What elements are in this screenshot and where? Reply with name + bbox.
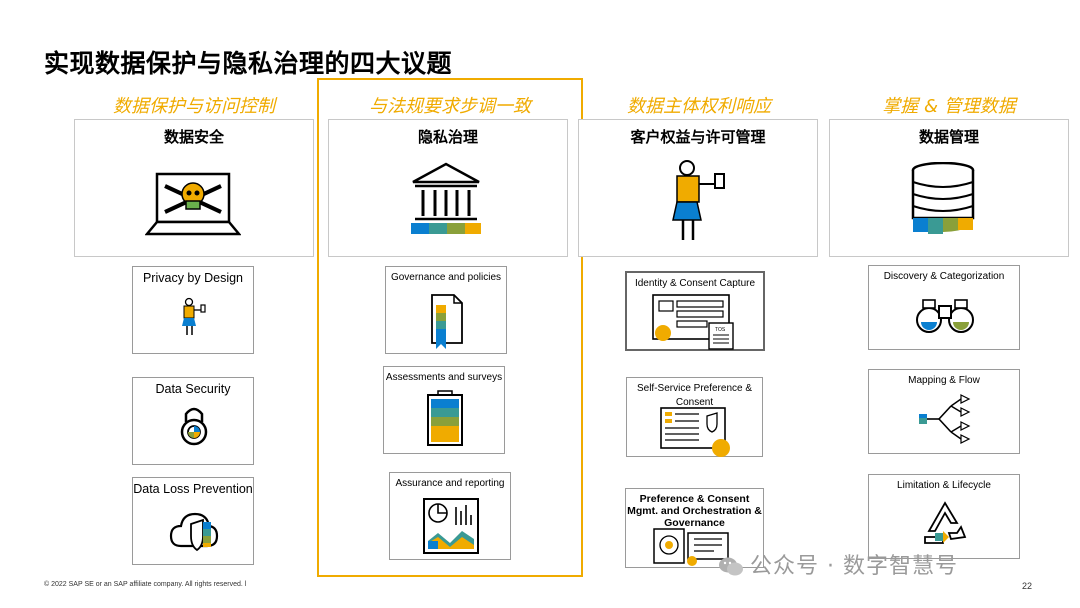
card-data-loss-prevention: Data Loss Prevention [132, 477, 254, 565]
column-subtitle-4: 掌握 & 管理数据 [882, 96, 1016, 117]
wechat-icon [718, 555, 744, 577]
column-subtitle-3: 数据主体权利响应 [627, 96, 771, 117]
card-assessments-surveys: Assessments and surveys [383, 366, 505, 454]
laptop-skull-icon [145, 172, 241, 236]
page-title: 实现数据保护与隐私治理的四大议题 [44, 49, 453, 78]
header-box-data-security: 数据安全 [74, 119, 314, 257]
person-with-phone-icon [672, 160, 725, 240]
copyright-footer: © 2022 SAP SE or an SAP affiliate compan… [44, 581, 247, 588]
card-preference-consent-mgmt: Preference & Consent Mgmt. and Orchestra… [625, 488, 764, 568]
card-limitation-lifecycle: Limitation & Lifecycle [868, 474, 1020, 559]
header-box-title: 数据管理 [918, 128, 979, 146]
header-box-privacy-governance: 隐私治理 [328, 119, 568, 257]
card-label: Identity & Consent Capture [634, 278, 756, 289]
page-number: 22 [1022, 581, 1033, 591]
cloud-shield-icon [169, 512, 219, 552]
card-label: Data Loss Prevention [133, 482, 253, 496]
card-label: Limitation & Lifecycle [897, 480, 991, 491]
header-box-title: 隐私治理 [417, 128, 478, 146]
consent-form-icon: TOS [652, 294, 734, 350]
header-box-title: 客户权益与许可管理 [630, 128, 766, 146]
card-label: Discovery & Categorization [883, 271, 1005, 282]
card-privacy-by-design: Privacy by Design [132, 266, 254, 354]
card-assurance-reporting: Assurance and reporting [389, 472, 511, 560]
column-subtitle-1: 数据保护与访问控制 [113, 96, 275, 117]
binoculars-icon [916, 299, 974, 333]
padlock-icon [180, 407, 208, 446]
card-identity-consent-capture: Identity & Consent Capture TOS [625, 271, 765, 351]
person-with-phone-icon [182, 297, 206, 335]
report-dashboard-icon [423, 498, 479, 554]
column-subtitle-2: 与法规要求步调一致 [369, 96, 531, 117]
card-label: Assessments and surveys [385, 372, 503, 383]
watermark-text: 公众号 · 数字智慧号 [750, 554, 958, 579]
card-data-security: Data Security [132, 377, 254, 465]
card-label: Data Security [155, 382, 231, 396]
card-label: Assurance and reporting [395, 478, 505, 489]
card-label: Self-Service Preference & Consent [636, 383, 753, 408]
tos-label: TOS [715, 327, 726, 333]
recycle-icon [924, 501, 967, 544]
card-label: Governance and policies [390, 272, 502, 283]
clipboard-icon [427, 390, 463, 446]
preference-form-icon [660, 407, 730, 457]
card-governance-policies: Governance and policies [385, 266, 507, 354]
highlight-frame [317, 78, 583, 577]
header-box-data-management: 数据管理 [829, 119, 1069, 257]
tree-flow-icon [919, 394, 971, 444]
card-mapping-flow: Mapping & Flow [868, 369, 1020, 454]
document-ribbon-icon [431, 294, 463, 349]
header-box-title: 数据安全 [163, 128, 224, 146]
watermark: 公众号 · 数字智慧号 [718, 548, 958, 580]
card-label: Preference & Consent Mgmt. and Orchestra… [627, 493, 762, 529]
header-box-consent: 客户权益与许可管理 [578, 119, 818, 257]
courthouse-icon [411, 162, 481, 234]
card-label: Privacy by Design [142, 271, 244, 285]
database-icon [911, 162, 975, 234]
card-label: Mapping & Flow [908, 375, 980, 386]
card-discovery-categorization: Discovery & Categorization [868, 265, 1020, 350]
card-self-service-preference: Self-Service Preference & Consent [626, 377, 763, 457]
consent-orchestration-icon [653, 528, 729, 566]
